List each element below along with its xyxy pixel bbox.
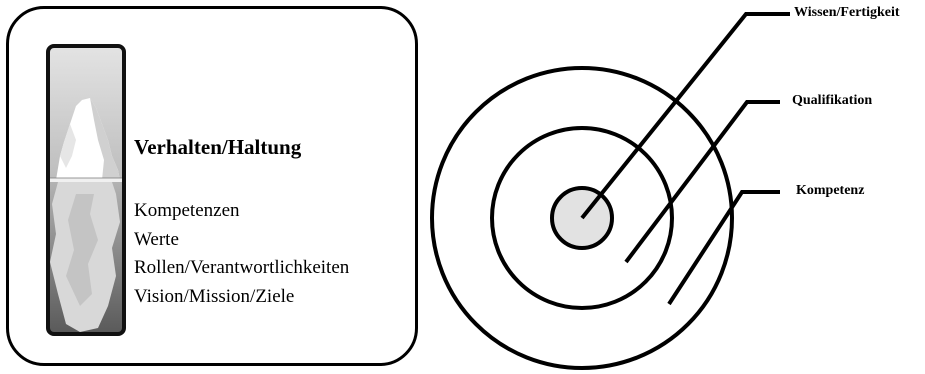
- leader-outer: [667, 190, 780, 306]
- outer-ring: [430, 66, 734, 370]
- label-wissen: Wissen/Fertigkeit: [794, 5, 900, 20]
- leader-inner: [580, 12, 790, 220]
- label-qualifikation: Qualifikation: [792, 93, 873, 108]
- list-item: Kompetenzen: [134, 200, 240, 221]
- label-kompetenz: Kompetenz: [796, 183, 865, 198]
- waterline: [48, 178, 124, 182]
- leader-middle: [624, 100, 780, 264]
- list-item: Rollen/Verantwortlichkeiten: [134, 257, 350, 278]
- list-item: Werte: [134, 228, 179, 250]
- middle-ring: [490, 126, 674, 310]
- iceberg-illustration: [46, 44, 126, 336]
- list-item: Vision/Mission/Ziele: [134, 285, 295, 307]
- below-water-list: Kompetenzen Werte Rollen/Verantwortlichk…: [134, 197, 349, 311]
- above-water-label: Verhalten/Haltung: [134, 135, 302, 159]
